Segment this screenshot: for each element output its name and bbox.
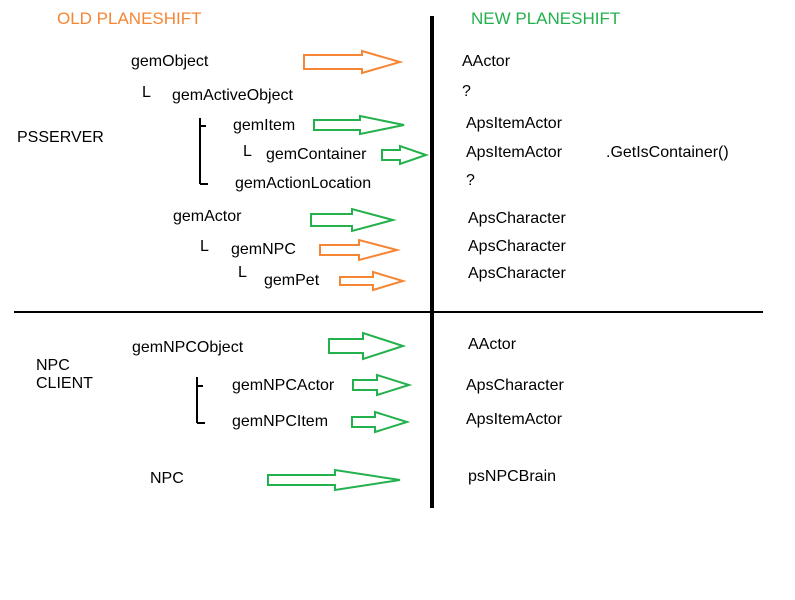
new-class-label: ApsCharacter xyxy=(468,210,566,227)
old-class-label: gemActionLocation xyxy=(235,175,372,192)
old-class-label: gemNPC xyxy=(231,241,296,258)
new-class-label: ? xyxy=(466,172,475,189)
old-class-label: gemContainer xyxy=(266,146,367,163)
new-class-label: ApsCharacter xyxy=(466,377,564,394)
arrow-right-icon xyxy=(319,238,401,262)
old-class-label: gemItem xyxy=(233,117,296,134)
new-class-label: psNPCBrain xyxy=(468,468,557,485)
tree-bracket-psserver xyxy=(199,118,208,185)
tree-elbow-icon: L xyxy=(243,143,252,160)
arrows-group xyxy=(267,49,430,492)
tree-bracket-npc xyxy=(196,377,205,424)
arrow-right-icon xyxy=(303,49,404,75)
new-class-label: AActor xyxy=(462,53,511,70)
old-class-label: gemNPCActor xyxy=(232,377,335,394)
new-class-label: AActor xyxy=(468,336,517,353)
section-label-npc-client-1: NPC xyxy=(36,357,70,374)
old-class-label: gemObject xyxy=(131,53,209,70)
arrow-right-icon xyxy=(351,410,411,434)
old-class-label: gemNPCItem xyxy=(232,413,329,430)
section-label-npc-client-2: CLIENT xyxy=(36,375,93,392)
section-label-psserver: PSSERVER xyxy=(17,129,104,146)
arrow-right-icon xyxy=(339,270,407,292)
old-class-label: gemNPCObject xyxy=(132,339,244,356)
arrow-right-icon xyxy=(267,468,401,492)
new-class-label: ApsCharacter xyxy=(468,265,566,282)
arrow-right-icon xyxy=(313,114,405,136)
arrow-right-icon xyxy=(352,373,413,397)
arrow-right-icon xyxy=(381,144,430,166)
old-class-label: gemActor xyxy=(173,208,242,225)
method-note: .GetIsContainer() xyxy=(606,144,729,161)
new-class-label: ApsCharacter xyxy=(468,238,566,255)
arrow-right-icon xyxy=(328,331,407,361)
tree-elbow-icon: L xyxy=(238,264,247,281)
new-class-label: ApsItemActor xyxy=(466,144,563,161)
old-planeshift-header: OLD PLANESHIFT xyxy=(57,9,202,28)
tree-elbow-icon: L xyxy=(200,238,209,255)
new-class-label: ApsItemActor xyxy=(466,411,563,428)
tree-elbow-icon: L xyxy=(142,84,151,101)
new-class-label: ? xyxy=(462,83,471,100)
old-class-label: gemActiveObject xyxy=(172,87,293,104)
arrow-right-icon xyxy=(310,207,397,233)
old-class-label: NPC xyxy=(150,470,184,487)
old-class-label: gemPet xyxy=(264,272,320,289)
new-planeshift-header: NEW PLANESHIFT xyxy=(471,9,621,28)
new-class-label: ApsItemActor xyxy=(466,115,563,132)
